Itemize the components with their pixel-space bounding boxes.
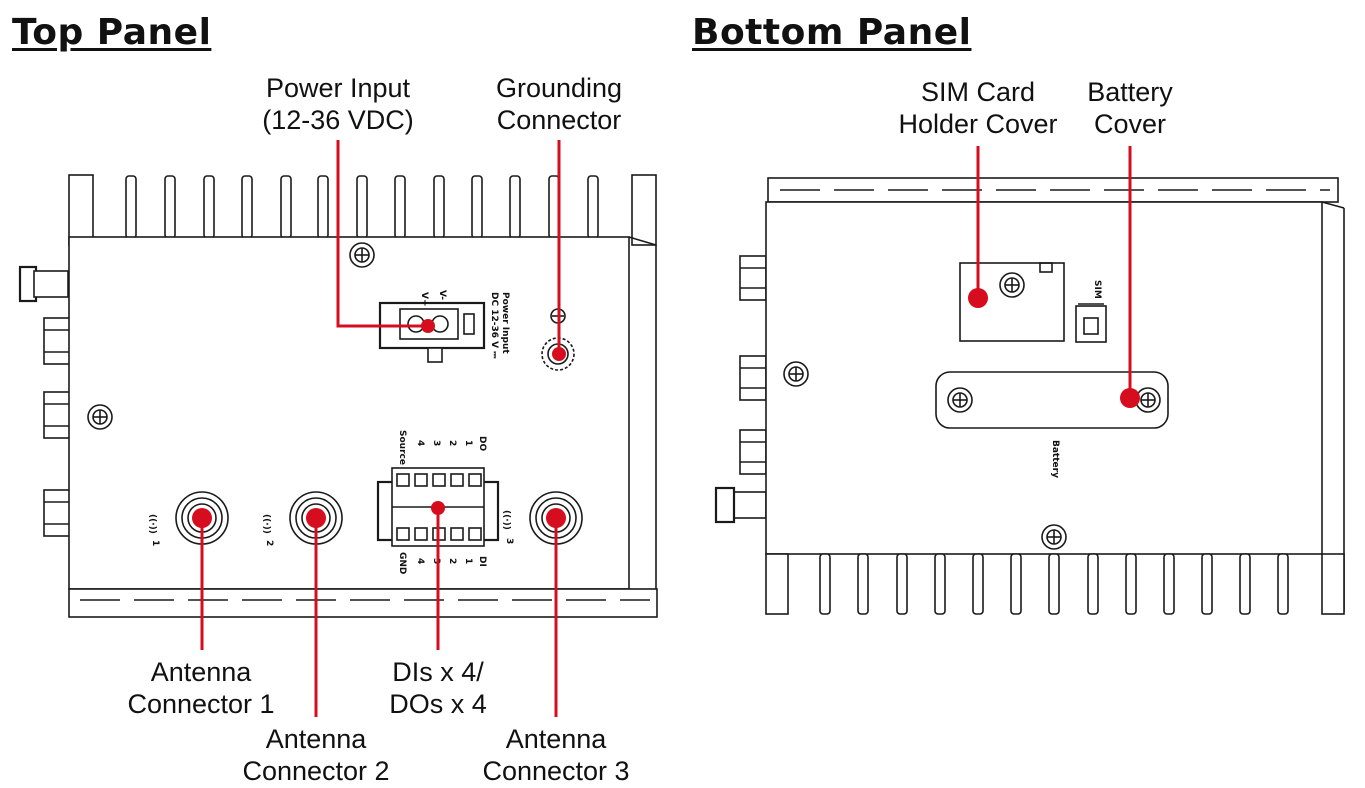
svg-text:3: 3 [504, 538, 514, 544]
svg-text:Source: Source [397, 430, 407, 465]
svg-text:DO: DO [477, 436, 487, 451]
power-input-device-label: Power Input [500, 292, 510, 354]
svg-text:3: 3 [431, 558, 441, 564]
battery-device-label: Battery [1050, 440, 1060, 478]
bottom-left-side-connectors [714, 255, 767, 524]
svg-text:((·)): ((·)) [147, 514, 157, 534]
sim-device-label: SIM [1092, 280, 1102, 299]
screw-icon [349, 242, 375, 268]
svg-text:4: 4 [415, 440, 425, 446]
bottom-callout-lines [968, 146, 1140, 408]
svg-text:2: 2 [447, 558, 457, 564]
top-callout-lines [192, 140, 566, 717]
v-plus-label: V+ [419, 292, 429, 307]
bottom-heatsink-fins [765, 553, 1345, 615]
top-panel-title: Top Panel [12, 12, 212, 53]
screw-icon [1041, 524, 1067, 550]
bottom-panel-device: SIM Battery [714, 177, 1345, 615]
power-rating-device-label: DC 12-36 V ⎓ [489, 292, 499, 359]
callout-dio: DIs x 4/DOs x 4 [389, 657, 487, 719]
svg-text:4: 4 [415, 558, 425, 564]
svg-text:1: 1 [150, 540, 160, 546]
svg-text:GND: GND [397, 552, 407, 574]
svg-text:1: 1 [463, 558, 473, 564]
svg-text:2: 2 [447, 440, 457, 446]
screw-icon [87, 404, 113, 430]
top-heatsink-fins [68, 174, 657, 246]
screw-icon [783, 361, 809, 387]
svg-text:((·)): ((·)) [261, 514, 271, 534]
top-left-side-connectors [18, 265, 71, 537]
bottom-panel-title: Bottom Panel [692, 12, 972, 53]
callout-power-input: Power Input(12-36 VDC) [262, 73, 414, 135]
svg-text:((·)): ((·)) [501, 510, 511, 530]
svg-text:2: 2 [264, 540, 274, 546]
battery-cover [935, 371, 1169, 429]
svg-text:DI: DI [477, 556, 487, 567]
svg-text:3: 3 [431, 440, 441, 446]
svg-text:1: 1 [463, 440, 473, 446]
v-minus-label: V- [437, 290, 447, 300]
